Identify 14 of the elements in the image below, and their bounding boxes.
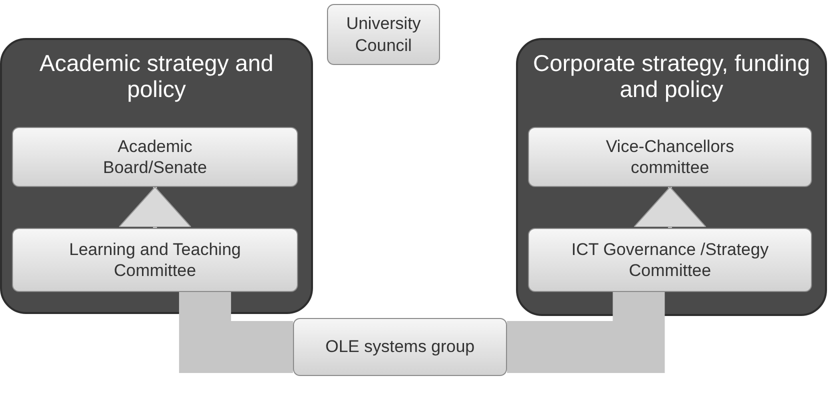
group-panel [516, 38, 827, 316]
process-box: Academic Board/Senate [12, 127, 298, 187]
panel-heading: Corporate strategy, funding and policy [532, 50, 811, 103]
connector-band [507, 292, 665, 373]
group-panel [0, 38, 313, 314]
arrow [634, 186, 706, 228]
process-box: OLE systems group [293, 318, 507, 376]
process-box: Vice-Chancellors committee [528, 127, 812, 187]
arrow [118, 186, 192, 228]
process-box: Learning and Teaching Committee [12, 228, 298, 292]
process-box: ICT Governance /Strategy Committee [528, 228, 812, 292]
process-box: University Council [327, 4, 440, 65]
panel-heading: Academic strategy and policy [38, 50, 274, 103]
connector-band [179, 292, 293, 373]
